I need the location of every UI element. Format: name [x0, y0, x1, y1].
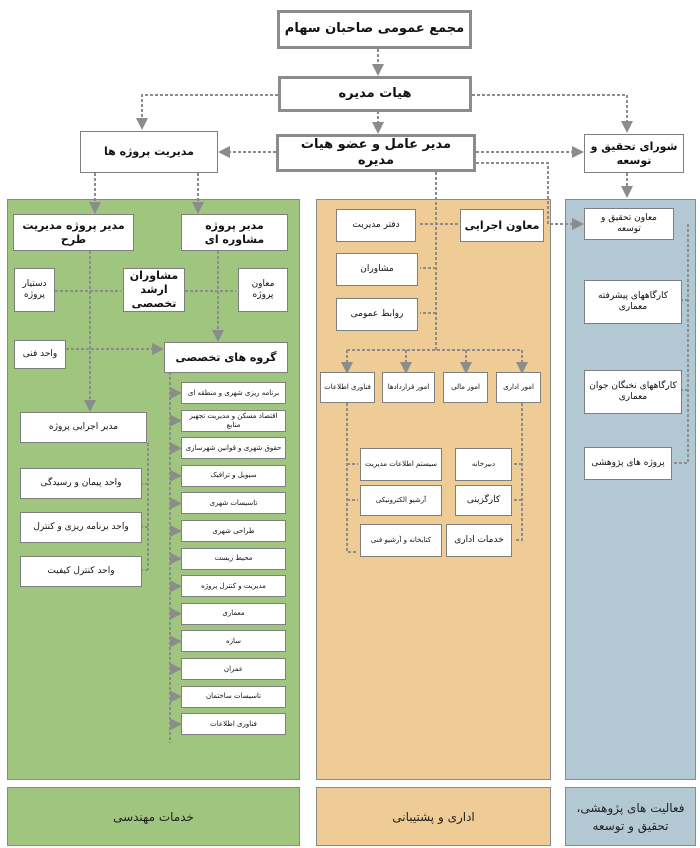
specialist-group-item[interactable]: حقوق شهری و قوانین شهرسازی: [181, 437, 286, 460]
specialist-group-item[interactable]: مدیریت و کنترل پروژه: [181, 575, 286, 598]
specialist-group-item[interactable]: فناوری اطلاعات: [181, 713, 286, 736]
public-relations[interactable]: روابط عمومی: [336, 298, 418, 331]
electronic-archive[interactable]: آرشیو الکترونیکی: [360, 485, 442, 516]
advanced-architecture-workshops[interactable]: کارگاههای پیشرفته معماری: [584, 280, 682, 324]
technical-library-archive[interactable]: کتابخانه و آرشیو فنی: [360, 524, 442, 557]
management-info-system[interactable]: سیستم اطلاعات مدیریت: [360, 448, 442, 481]
specialist-group-item[interactable]: سازه: [181, 630, 286, 653]
shareholders-assembly[interactable]: مجمع عمومی صاحبان سهام: [277, 10, 472, 49]
financial-affairs[interactable]: امور مالی: [443, 372, 488, 403]
senior-consultants[interactable]: مشاوران ارشد تخصصی: [123, 268, 185, 312]
specialist-groups[interactable]: گروه های تخصصی: [164, 342, 288, 373]
executive-deputy[interactable]: معاون اجرایی: [460, 209, 544, 242]
administrative-services[interactable]: خدمات اداری: [446, 524, 512, 557]
office-affairs[interactable]: امور اداری: [496, 372, 541, 403]
specialist-group-item[interactable]: محیط زیست: [181, 547, 286, 570]
contract-review-unit[interactable]: واحد پیمان و رسیدگی: [20, 468, 142, 499]
rnd-council[interactable]: شورای تحقیق و توسعه: [584, 134, 684, 173]
research-projects[interactable]: پروژه های پژوهشی: [584, 447, 672, 480]
specialist-group-item[interactable]: تاسیسات ساختمان: [181, 685, 286, 708]
ceo-board-member[interactable]: مدیر عامل و عضو هیات مدیره: [276, 134, 476, 172]
secretariat[interactable]: دبیرخانه: [455, 448, 512, 481]
executive-project-manager[interactable]: مدیر اجرایی پروژه: [20, 412, 147, 443]
footer-admin-support: اداری و پشتیبانی: [316, 787, 551, 846]
specialist-group-item[interactable]: برنامه ریزی شهری و منطقه ای: [181, 382, 286, 404]
footer-research-rnd: فعالیت های پژوهشی، تحقیق و توسعه: [565, 787, 696, 846]
young-elite-architecture-workshops[interactable]: کارگاههای نخبگان جوان معماری: [584, 370, 682, 414]
quality-control-unit[interactable]: واحد کنترل کیفیت: [20, 556, 142, 587]
staffing[interactable]: کارگزینی: [455, 485, 512, 516]
management-office[interactable]: دفتر مدیریت: [336, 209, 416, 242]
specialist-group-item[interactable]: اقتصاد مسکن و مدیریت تجهیز منابع: [181, 409, 286, 432]
project-assistant[interactable]: دستیار پروژه: [14, 268, 55, 312]
contracts-affairs[interactable]: امور قراردادها: [382, 372, 435, 403]
rnd-deputy[interactable]: معاون تحقیق و توسعه: [584, 208, 674, 240]
it-affairs[interactable]: فناوری اطلاعات: [320, 372, 375, 403]
planning-control-unit[interactable]: واحد برنامه ریزی و کنترل: [20, 512, 142, 543]
design-project-manager[interactable]: مدیر پروژه مدیریت طرح: [13, 214, 134, 251]
specialist-group-item[interactable]: عمران: [181, 658, 286, 680]
specialist-group-item[interactable]: سیویل و ترافیک: [181, 464, 286, 487]
project-deputy[interactable]: معاون پروژه: [238, 268, 288, 312]
projects-management[interactable]: مدیریت پروژه ها: [80, 131, 218, 173]
technical-unit[interactable]: واحد فنی: [14, 340, 66, 369]
board-of-directors[interactable]: هیات مدیره: [278, 76, 472, 112]
consulting-project-manager[interactable]: مدیر پروژه مشاوره ای: [181, 214, 288, 251]
specialist-group-item[interactable]: معماری: [181, 602, 286, 625]
consultants[interactable]: مشاوران: [336, 253, 418, 286]
footer-engineering-services: خدمات مهندسی: [7, 787, 300, 846]
specialist-group-item[interactable]: طراحی شهری: [181, 520, 286, 542]
specialist-group-item[interactable]: تاسیسات شهری: [181, 492, 286, 515]
